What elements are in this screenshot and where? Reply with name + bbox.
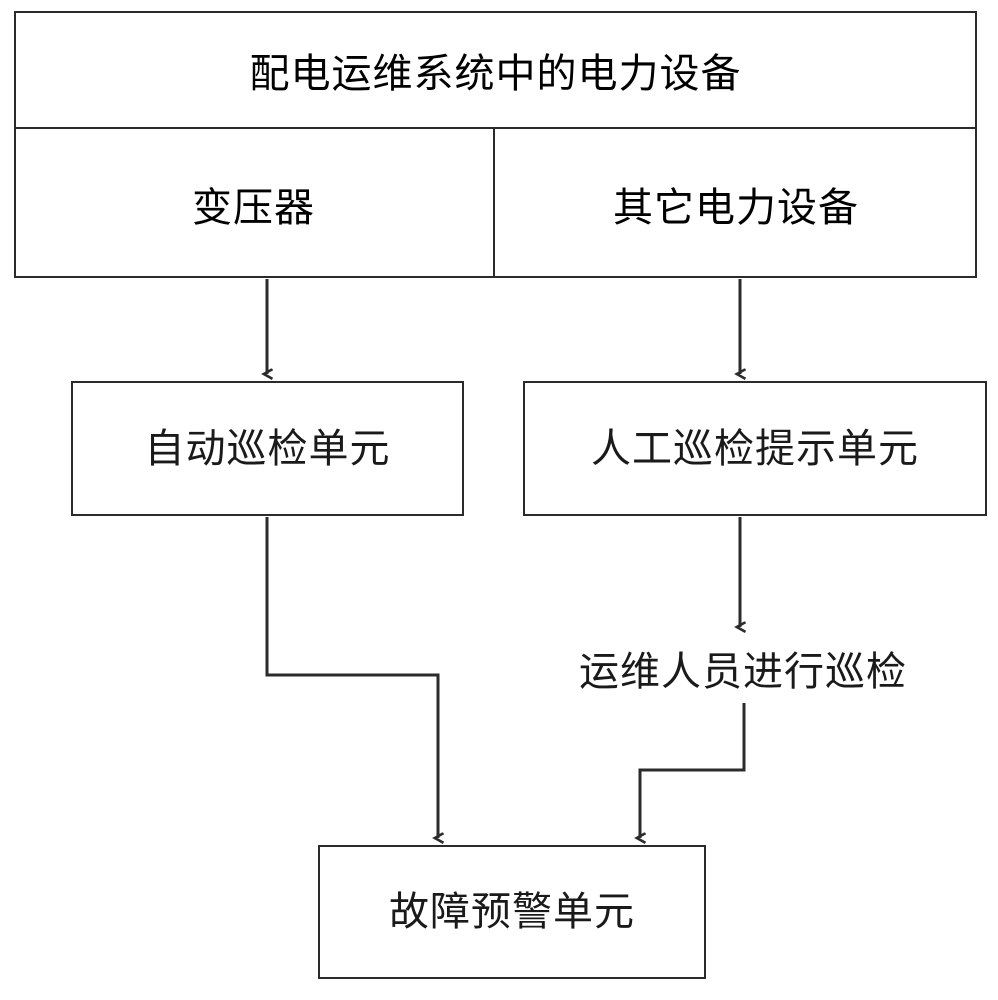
equipment-cell-other: 其它电力设备 [495,129,977,278]
node-staff-performs-inspection-label: 运维人员进行巡检 [579,650,907,694]
equipment-cell-transformer: 变压器 [14,129,493,278]
node-staff-performs-inspection: 运维人员进行巡检 [508,634,978,702]
equipment-cell-transformer-label: 变压器 [192,185,315,230]
node-fault-warning-unit: 故障预警单元 [318,845,706,979]
node-fault-warning-unit-label: 故障预警单元 [389,890,635,934]
node-auto-inspection-unit-label: 自动巡检单元 [144,426,391,471]
connector-auto-inspection-to-fault-warning [265,517,438,838]
node-auto-inspection-unit: 自动巡检单元 [71,381,464,516]
equipment-group-frame [14,11,977,278]
equipment-group-title-row: 配电运维系统中的电力设备 [14,11,977,128]
table-vertical-divider [493,129,495,278]
equipment-cell-other-label: 其它电力设备 [613,185,859,230]
node-manual-inspection-prompt-unit-label: 人工巡检提示单元 [591,426,919,471]
node-manual-inspection-prompt-unit: 人工巡检提示单元 [523,381,987,516]
equipment-group-title-label: 配电运维系统中的电力设备 [249,51,742,96]
table-horizontal-divider [14,127,977,129]
connector-staff-inspection-to-fault-warning [640,703,746,838]
